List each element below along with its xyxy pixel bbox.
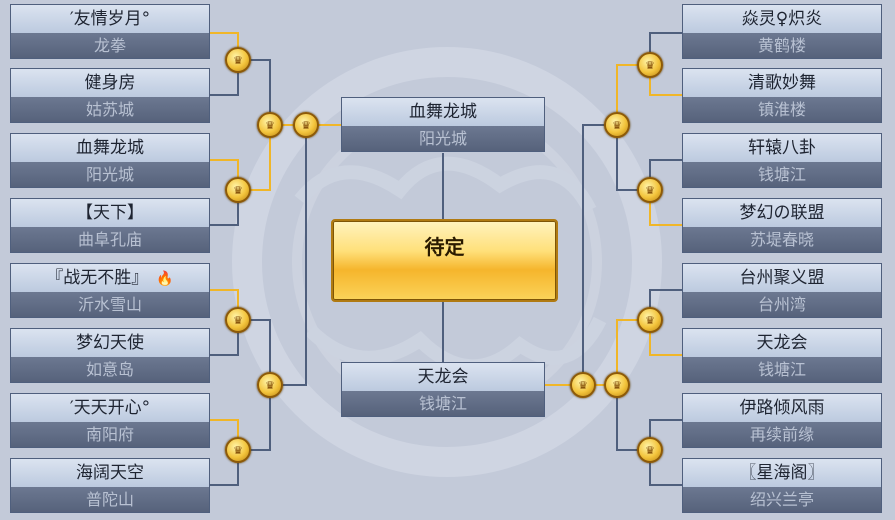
- team-server: 如意岛: [11, 357, 209, 382]
- left-team-1[interactable]: ′友情岁月° 龙拳: [10, 4, 210, 59]
- left-team-2[interactable]: 健身房 姑苏城: [10, 68, 210, 123]
- left-team-8[interactable]: 海阔天空 普陀山: [10, 458, 210, 513]
- trophy-icon[interactable]: ♛: [637, 437, 663, 463]
- team-name: 【天下】: [11, 199, 209, 227]
- trophy-icon[interactable]: ♛: [604, 112, 630, 138]
- team-name: 〖星海阁〗: [683, 459, 881, 487]
- team-server: 姑苏城: [11, 97, 209, 122]
- team-server: 阳光城: [11, 162, 209, 187]
- team-server: 镇淮楼: [683, 97, 881, 122]
- trophy-icon[interactable]: ♛: [570, 372, 596, 398]
- trophy-icon[interactable]: ♛: [637, 177, 663, 203]
- team-name: 天龙会: [342, 363, 544, 391]
- final-label: 待定: [424, 235, 465, 259]
- team-name: 清歌妙舞: [683, 69, 881, 97]
- trophy-icon[interactable]: ♛: [225, 177, 251, 203]
- team-name: 台州聚义盟: [683, 264, 881, 292]
- team-server: 曲阜孔庙: [11, 227, 209, 252]
- trophy-icon[interactable]: ♛: [225, 307, 251, 333]
- team-name: ′友情岁月°: [11, 5, 209, 33]
- team-name: 焱灵♀炽炎: [683, 5, 881, 33]
- team-name: 天龙会: [683, 329, 881, 357]
- trophy-icon[interactable]: ♛: [637, 52, 663, 78]
- team-server: 绍兴兰亭: [683, 487, 881, 512]
- team-name: 血舞龙城: [11, 134, 209, 162]
- semifinal-top-team[interactable]: 血舞龙城 阳光城: [341, 97, 545, 152]
- team-server: 黄鹤楼: [683, 33, 881, 58]
- team-name: 梦幻の联盟: [683, 199, 881, 227]
- trophy-icon[interactable]: ♛: [257, 372, 283, 398]
- left-team-5[interactable]: 『战无不胜』 🔥 沂水雪山: [10, 263, 210, 318]
- team-name: ′天天开心°: [11, 394, 209, 422]
- fire-icon: 🔥: [156, 271, 174, 287]
- team-server: 沂水雪山: [11, 292, 209, 317]
- team-server: 台州湾: [683, 292, 881, 317]
- team-name: 血舞龙城: [342, 98, 544, 126]
- team-name: 伊路倾风雨: [683, 394, 881, 422]
- team-server: 再续前缘: [683, 422, 881, 447]
- right-team-6[interactable]: 天龙会 钱塘江: [682, 328, 882, 383]
- team-server: 钱塘江: [342, 391, 544, 416]
- left-team-7[interactable]: ′天天开心° 南阳府: [10, 393, 210, 448]
- team-server: 钱塘江: [683, 162, 881, 187]
- trophy-icon[interactable]: ♛: [293, 112, 319, 138]
- team-server: 龙拳: [11, 33, 209, 58]
- right-team-7[interactable]: 伊路倾风雨 再续前缘: [682, 393, 882, 448]
- team-server: 普陀山: [11, 487, 209, 512]
- team-server: 南阳府: [11, 422, 209, 447]
- trophy-icon[interactable]: ♛: [225, 47, 251, 73]
- right-team-4[interactable]: 梦幻の联盟 苏堤春晓: [682, 198, 882, 253]
- right-team-3[interactable]: 轩辕八卦 钱塘江: [682, 133, 882, 188]
- right-team-1[interactable]: 焱灵♀炽炎 黄鹤楼: [682, 4, 882, 59]
- trophy-icon[interactable]: ♛: [604, 372, 630, 398]
- trophy-icon[interactable]: ♛: [637, 307, 663, 333]
- left-team-6[interactable]: 梦幻天使 如意岛: [10, 328, 210, 383]
- team-server: 阳光城: [342, 126, 544, 151]
- trophy-icon[interactable]: ♛: [225, 437, 251, 463]
- right-team-5[interactable]: 台州聚义盟 台州湾: [682, 263, 882, 318]
- left-team-3[interactable]: 血舞龙城 阳光城: [10, 133, 210, 188]
- team-name-text: 『战无不胜』: [46, 268, 149, 288]
- right-team-2[interactable]: 清歌妙舞 镇淮楼: [682, 68, 882, 123]
- team-server: 苏堤春晓: [683, 227, 881, 252]
- right-team-8[interactable]: 〖星海阁〗 绍兴兰亭: [682, 458, 882, 513]
- team-name: 轩辕八卦: [683, 134, 881, 162]
- left-team-4[interactable]: 【天下】 曲阜孔庙: [10, 198, 210, 253]
- team-name: 健身房: [11, 69, 209, 97]
- semifinal-bottom-team[interactable]: 天龙会 钱塘江: [341, 362, 545, 417]
- final-slot[interactable]: 待定: [331, 219, 558, 302]
- trophy-icon[interactable]: ♛: [257, 112, 283, 138]
- team-name: 『战无不胜』 🔥: [11, 264, 209, 292]
- team-name: 海阔天空: [11, 459, 209, 487]
- team-name: 梦幻天使: [11, 329, 209, 357]
- team-server: 钱塘江: [683, 357, 881, 382]
